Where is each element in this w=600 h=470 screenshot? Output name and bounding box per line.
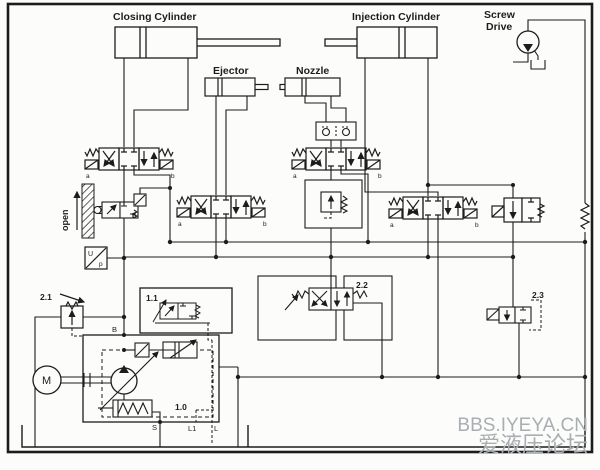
diagram-border bbox=[6, 2, 594, 454]
closing-valve bbox=[85, 148, 173, 170]
ejector-valve-solenoid-b: b bbox=[263, 221, 267, 228]
watermark-chinese: 爱液压论坛 bbox=[478, 432, 588, 457]
port-l-label: L bbox=[214, 424, 218, 433]
item-2-2: 2.2 bbox=[356, 280, 368, 290]
control-cylinder bbox=[134, 339, 198, 359]
item-1-0: 1.0 bbox=[175, 402, 187, 412]
drain-lines bbox=[195, 340, 213, 445]
nozzle-label: Nozzle bbox=[296, 65, 329, 77]
ejector-valve-solenoid-a: a bbox=[178, 221, 182, 228]
cam-wall bbox=[81, 183, 95, 239]
screw-drive-motor bbox=[516, 30, 546, 70]
nozzle-cylinder bbox=[279, 77, 341, 97]
screw-drive-valve bbox=[491, 197, 546, 223]
drain-tank-icon bbox=[530, 60, 546, 70]
ejector-valve bbox=[177, 196, 265, 218]
nozzle-valve bbox=[292, 148, 380, 170]
ejector-cylinder bbox=[204, 77, 269, 97]
proportional-valve-2-2 bbox=[257, 275, 393, 341]
item-2-3: 2.3 bbox=[532, 290, 544, 300]
roller-icon bbox=[93, 205, 102, 215]
relief-valve-2-1 bbox=[59, 293, 86, 337]
watermark-site: BBS.IYEYA.CN bbox=[457, 415, 588, 436]
port-b-label: B bbox=[112, 325, 117, 334]
variable-pump bbox=[99, 351, 159, 411]
nozzle-valve-solenoid-b: b bbox=[378, 173, 382, 180]
pump-unit-box bbox=[82, 334, 220, 423]
injection-cylinder bbox=[324, 26, 438, 59]
injection-valve bbox=[389, 197, 477, 219]
closing-cylinder-label: Closing Cylinder bbox=[113, 11, 196, 23]
dual-check-valve bbox=[315, 121, 357, 141]
pressure-reducing-block bbox=[304, 179, 363, 229]
coupling-icon bbox=[83, 373, 91, 387]
pressure-transducer bbox=[84, 246, 108, 270]
open-label: open bbox=[60, 210, 70, 232]
screw-drive-label-1: Screw bbox=[484, 9, 516, 21]
transducer-p-label: p bbox=[99, 261, 103, 268]
mold-open-roller-valve bbox=[81, 183, 147, 239]
closing-valve-solenoid-b: b bbox=[171, 173, 175, 180]
injection-valve-solenoid-a: a bbox=[390, 222, 394, 229]
motor-label: M bbox=[42, 375, 51, 387]
closing-valve-solenoid-a: a bbox=[86, 173, 90, 180]
item-2-1: 2.1 bbox=[40, 292, 52, 302]
pilot-valve-box-1-1 bbox=[139, 287, 233, 334]
bias-spring-cylinder bbox=[98, 399, 153, 418]
backpressure-check bbox=[579, 202, 591, 230]
port-s-label: S bbox=[152, 423, 157, 432]
reservoir-tank bbox=[21, 425, 586, 448]
item-1-1: 1.1 bbox=[146, 293, 158, 303]
ejector-label: Ejector bbox=[213, 65, 249, 77]
transducer-u-label: U bbox=[88, 251, 93, 258]
pressure-valve-2-3 bbox=[486, 299, 542, 331]
port-l1-label: L1 bbox=[188, 424, 196, 433]
screw-drive-label-2: Drive bbox=[486, 21, 512, 33]
electric-motor bbox=[32, 365, 111, 395]
closing-cylinder bbox=[114, 26, 281, 59]
pilot-valve-1-1 bbox=[152, 299, 212, 341]
injection-cylinder-label: Injection Cylinder bbox=[352, 11, 440, 23]
nozzle-valve-solenoid-a: a bbox=[293, 173, 297, 180]
injection-valve-solenoid-b: b bbox=[475, 222, 479, 229]
